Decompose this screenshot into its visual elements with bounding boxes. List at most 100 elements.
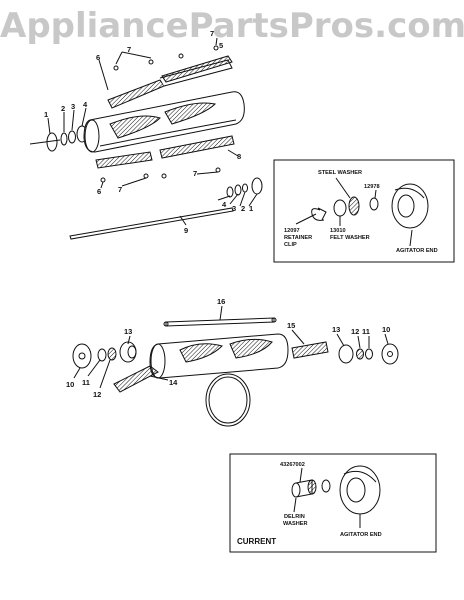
part-4-right: [226, 186, 234, 198]
part-3-left: [68, 130, 76, 144]
top-agitator-assembly: [29, 37, 263, 240]
inset-current-label: CURRENT: [237, 537, 276, 546]
label-6-top: 6: [96, 53, 100, 62]
part-1-right: [251, 177, 263, 195]
part-12-left: [107, 347, 117, 361]
label-1-right: 1: [249, 204, 253, 213]
label-7-bottom-b: 7: [193, 169, 197, 178]
label-7-bottom-a: 7: [118, 185, 122, 194]
part-10-left: [72, 343, 92, 369]
delrin-washer-front: [291, 482, 301, 498]
inset-12978: 12978: [364, 184, 380, 190]
part-2-left: [60, 132, 68, 146]
screw-bottom-d: [215, 167, 221, 173]
agitator-body-line: [99, 119, 237, 147]
label-13-left: 13: [124, 327, 132, 336]
label-12-right: 12: [351, 327, 359, 336]
part-10-left-hub: [78, 352, 86, 360]
watermark: AppliancePartsPros.com: [0, 6, 464, 46]
label-11-left: 11: [82, 378, 90, 387]
shaft-9: [69, 207, 234, 240]
label-16: 16: [217, 297, 225, 306]
label-10-right: 10: [382, 325, 390, 334]
inset-agitator-end-current: AGITATOR END: [340, 532, 382, 538]
middle-body-shade-2: [229, 338, 273, 359]
label-4-left: 4: [83, 100, 88, 109]
middle-body-shade-1: [179, 343, 223, 363]
label-12-left: 12: [93, 390, 101, 399]
label-11-right: 11: [362, 327, 370, 336]
label-13-right: 13: [332, 325, 340, 334]
inset-frame-top: [273, 159, 455, 263]
top-brush-right: [161, 55, 233, 83]
label-2-left: 2: [61, 104, 65, 113]
inset-agitator-end: AGITATOR END: [396, 248, 438, 254]
label-7-top-b: 7: [210, 29, 214, 38]
rod-16-end-right: [271, 317, 277, 323]
part-1-left: [46, 132, 58, 152]
part-10-right: [381, 343, 399, 365]
bottom-brush-left: [95, 151, 153, 169]
agitator-body-shade-2: [164, 102, 217, 125]
inset-delrin: DELRIN: [284, 514, 305, 520]
label-14: 14: [169, 378, 178, 387]
label-5-top: 5: [219, 41, 223, 50]
screw-bottom-c: [161, 173, 167, 179]
inset-box-top: [273, 159, 455, 263]
label-2-right: 2: [241, 204, 245, 213]
bottom-brush-right: [159, 135, 235, 159]
part-12-right: [356, 348, 364, 360]
part-2-right: [242, 183, 248, 193]
label-15: 15: [287, 321, 295, 330]
agitator-body-left-end: [84, 119, 100, 153]
screw-top-c: [178, 53, 184, 59]
screw-top-b: [148, 59, 154, 65]
inset-13010: 13010: [330, 228, 346, 234]
steel-washer-shape: [348, 196, 360, 216]
screw-top-a: [113, 65, 119, 71]
label-3-left: 3: [71, 102, 75, 111]
part-10-right-hub: [387, 351, 393, 357]
agitator-end-shape: [391, 183, 429, 229]
part-11-left: [97, 348, 107, 362]
part-13-left-inner: [127, 345, 137, 359]
inset-12097: 12097: [284, 228, 300, 234]
drive-belt: [205, 373, 251, 427]
top-brush-left: [107, 79, 165, 109]
agitator-body-shade-1: [109, 115, 161, 139]
agitator-end-current-curve: [343, 470, 377, 483]
part-3-right: [234, 184, 242, 196]
label-10-left: 10: [66, 380, 74, 389]
delrin-washer-ring: [321, 479, 331, 493]
part-12978-shape: [369, 197, 379, 211]
left-shaft-line: [29, 139, 61, 145]
inset-box-current: [229, 453, 437, 553]
label-6-bottom: 6: [97, 187, 101, 196]
label-9: 9: [184, 226, 188, 235]
inset-clip: CLIP: [284, 242, 297, 248]
screw-bottom-a: [100, 177, 106, 183]
agitator-end-curve: [394, 187, 425, 199]
middle-agitator-assembly: [72, 305, 399, 427]
delrin-washer-back: [307, 479, 317, 495]
inset-43267002: 43267002: [280, 462, 305, 468]
label-8-right: 8: [237, 152, 241, 161]
part-13-right: [338, 344, 354, 364]
drive-belt-inner: [208, 376, 248, 424]
inset-steel-washer: STEEL WASHER: [318, 170, 362, 176]
label-3-right: 3: [232, 204, 236, 213]
label-4-right: 4: [222, 200, 227, 209]
inset-retainer: RETAINER: [284, 235, 312, 241]
inset-felt-washer: FELT WASHER: [330, 235, 370, 241]
label-1-left: 1: [44, 110, 48, 119]
part-11-right: [365, 348, 373, 360]
agitator-end-inner: [397, 194, 415, 218]
brush-15: [291, 341, 329, 359]
rod-16-end-left: [163, 321, 169, 327]
brush-14: [113, 365, 159, 393]
screw-top-d: [213, 45, 219, 51]
agitator-end-current-inner: [346, 477, 366, 503]
inset-frame-current: [229, 453, 437, 553]
label-7-top-a: 7: [127, 45, 131, 54]
